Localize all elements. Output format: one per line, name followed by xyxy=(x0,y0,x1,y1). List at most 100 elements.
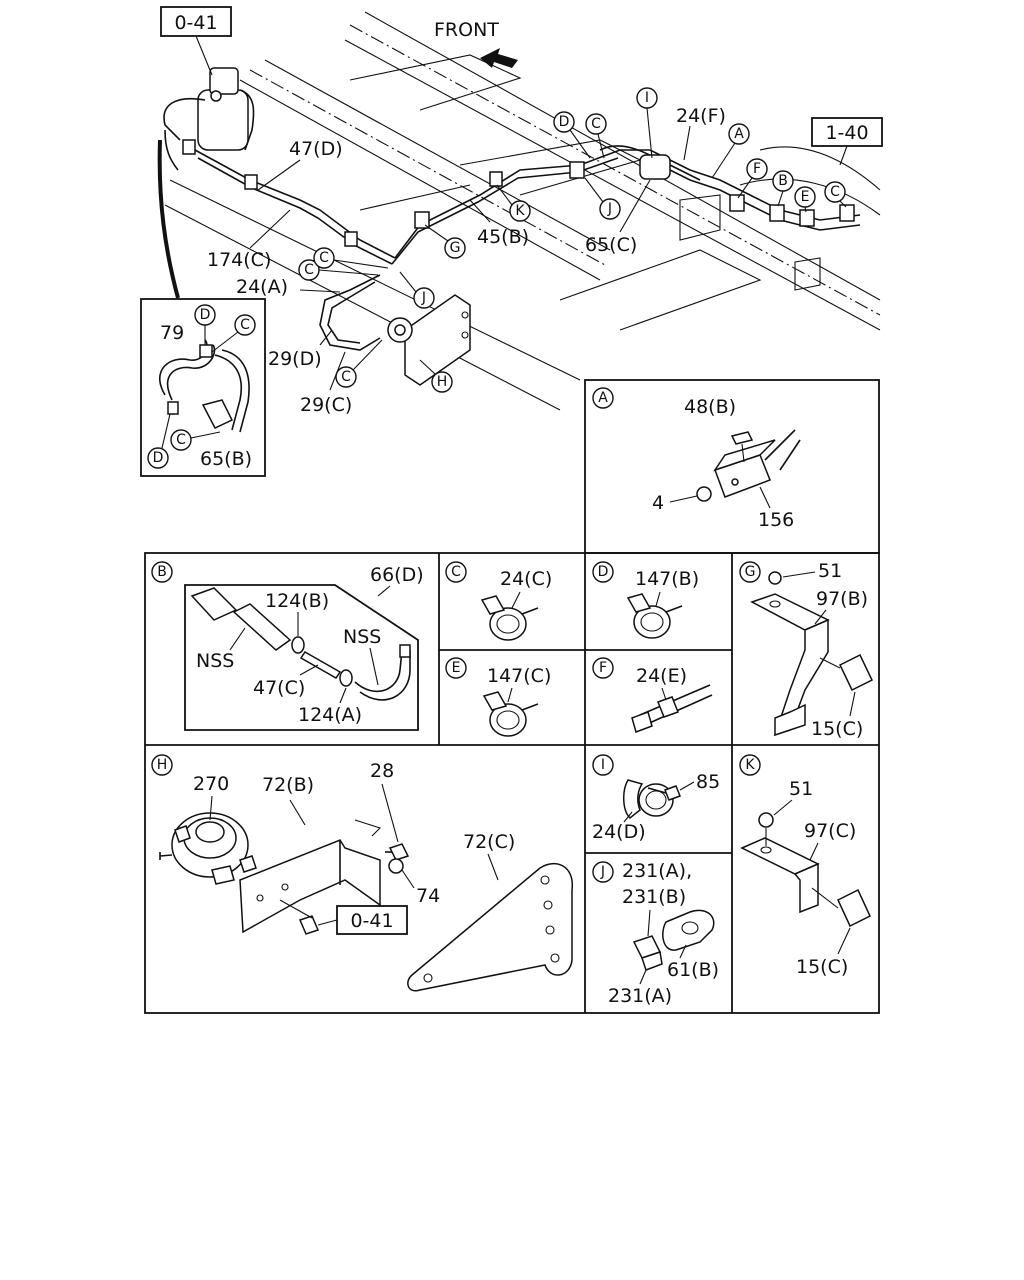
detail-E-label: 147(C) xyxy=(487,665,551,687)
circle-J1: J xyxy=(421,290,426,306)
detail-B-label-nss2: NSS xyxy=(343,626,381,648)
circle-F: F xyxy=(753,161,761,177)
detail-C: C 24(C) xyxy=(445,561,552,641)
detail-C-circle: C xyxy=(451,564,461,580)
fuel-lines xyxy=(194,145,861,351)
detail-D-circle: D xyxy=(598,564,609,580)
detail-D-label: 147(B) xyxy=(635,568,699,590)
detail-B-label-47C: 47(C) xyxy=(253,677,305,699)
detail-G-circle: G xyxy=(745,564,756,580)
detail-B-label-66D: 66(D) xyxy=(370,564,424,586)
detail-G-label-15C: 15(C) xyxy=(811,718,863,740)
circle-E: E xyxy=(801,189,810,205)
detail-A-label-4: 4 xyxy=(652,492,664,514)
detail-F: F 24(E) xyxy=(592,657,713,733)
detail-K-label-97C: 97(C) xyxy=(804,820,856,842)
detail-H-label-72C: 72(C) xyxy=(463,831,515,853)
detail-J-label-61B: 61(B) xyxy=(667,959,719,981)
detail-H: H 270 72(B) 28 74 xyxy=(151,754,573,992)
circle-D: D xyxy=(559,114,570,130)
detail-H-circle: H xyxy=(157,757,168,773)
label-45B: 45(B) xyxy=(477,226,529,248)
ref-1-40-text: 1-40 xyxy=(825,122,868,144)
detail-H-label-72B: 72(B) xyxy=(262,774,314,796)
circle-B: B xyxy=(778,173,788,189)
detail-B: B 66(D) 124(B) NSS NSS 47(C) 124(A) xyxy=(151,561,424,731)
label-24F: 24(F) xyxy=(676,105,726,127)
chassis-frame xyxy=(164,11,881,411)
ref-0-41-detail-H[interactable]: 0-41 xyxy=(336,905,408,935)
detail-D: D 147(B) xyxy=(592,561,699,639)
detail-K-label-51: 51 xyxy=(789,778,813,800)
ref-0-41-detail-H-text: 0-41 xyxy=(350,910,393,932)
detail-A-circle: A xyxy=(598,390,608,406)
ref-0-41-top-text: 0-41 xyxy=(174,12,217,34)
circle-J2: J xyxy=(607,201,612,217)
detail-F-label: 24(E) xyxy=(636,665,687,687)
detail-J-circle: J xyxy=(600,864,605,880)
main-assembly-view: 0-41 1-40 FRONT 47(D) 174(C) 24(A) 29(D)… xyxy=(157,6,883,416)
detail-C-label: 24(C) xyxy=(500,568,552,590)
detail-I-label-85: 85 xyxy=(696,771,720,793)
detail-K-label-15C: 15(C) xyxy=(796,956,848,978)
detail-J-label-231AB: 231(A), xyxy=(622,860,692,882)
detail-B-label-nss1: NSS xyxy=(196,650,234,672)
label-47D: 47(D) xyxy=(289,138,343,160)
inset-label-79: 79 xyxy=(160,322,184,344)
front-label: FRONT xyxy=(434,19,499,41)
detail-K: K 51 97(C) 15(C) xyxy=(739,754,871,978)
circle-C4: C xyxy=(591,116,601,132)
ref-0-41-top[interactable]: 0-41 xyxy=(160,6,232,37)
label-29C: 29(C) xyxy=(300,394,352,416)
fuel-filter xyxy=(163,67,255,171)
circle-H: H xyxy=(437,374,448,390)
circle-C1: C xyxy=(304,262,314,278)
detail-H-label-270: 270 xyxy=(193,773,229,795)
detail-grid xyxy=(144,379,880,1014)
front-arrow xyxy=(480,48,518,68)
detail-J: J 231(A), 231(B) 61(B) 231(A) xyxy=(592,860,719,1007)
detail-K-circle: K xyxy=(745,757,755,773)
detail-B-circle: B xyxy=(157,564,167,580)
main-callouts: C C G J K J H C D C I A F B xyxy=(298,87,847,393)
detail-A-label-156: 156 xyxy=(758,509,794,531)
detail-H-label-28: 28 xyxy=(370,760,394,782)
label-24A: 24(A) xyxy=(236,276,288,298)
detail-E-circle: E xyxy=(452,660,461,676)
circle-A: A xyxy=(734,126,744,142)
detail-G-label-97B: 97(B) xyxy=(816,588,868,610)
detail-B-label-124A: 124(A) xyxy=(298,704,362,726)
inset-label-65B: 65(B) xyxy=(200,448,252,470)
inset-circle-D2: D xyxy=(153,450,164,466)
detail-G-label-51: 51 xyxy=(818,560,842,582)
circle-C5: C xyxy=(830,184,840,200)
circle-C2: C xyxy=(319,250,329,266)
detail-J-label-231A: 231(A) xyxy=(608,985,672,1007)
label-174C: 174(C) xyxy=(207,249,271,271)
detail-F-circle: F xyxy=(599,660,607,676)
detail-B-label-124B: 124(B) xyxy=(265,590,329,612)
detail-I-circle: I xyxy=(601,757,605,773)
detail-I: I 85 24(D) xyxy=(592,754,720,843)
detail-G: G 51 97(B) 15(C) xyxy=(739,560,873,740)
label-65C: 65(C) xyxy=(585,234,637,256)
ref-1-40[interactable]: 1-40 xyxy=(811,117,883,147)
circle-I: I xyxy=(645,90,649,106)
inset-hose-view: 79 65(B) D C C D xyxy=(140,298,266,477)
detail-J-label-231B: 231(B) xyxy=(622,886,686,908)
detail-E: E 147(C) xyxy=(445,657,551,737)
circle-G: G xyxy=(450,240,461,256)
detail-I-label-24D: 24(D) xyxy=(592,821,646,843)
circle-K: K xyxy=(515,203,525,219)
circle-C3: C xyxy=(341,369,351,385)
inset-circle-C1: C xyxy=(240,317,250,333)
detail-A-label-48B: 48(B) xyxy=(684,396,736,418)
inset-circle-D1: D xyxy=(200,307,211,323)
regulator-bracket xyxy=(387,294,471,386)
detail-H-label-74: 74 xyxy=(416,885,440,907)
label-29D: 29(D) xyxy=(268,348,322,370)
inset-circle-C2: C xyxy=(176,432,186,448)
inset-pointer xyxy=(157,139,180,299)
detail-A: A 48(B) 4 156 xyxy=(592,387,801,531)
